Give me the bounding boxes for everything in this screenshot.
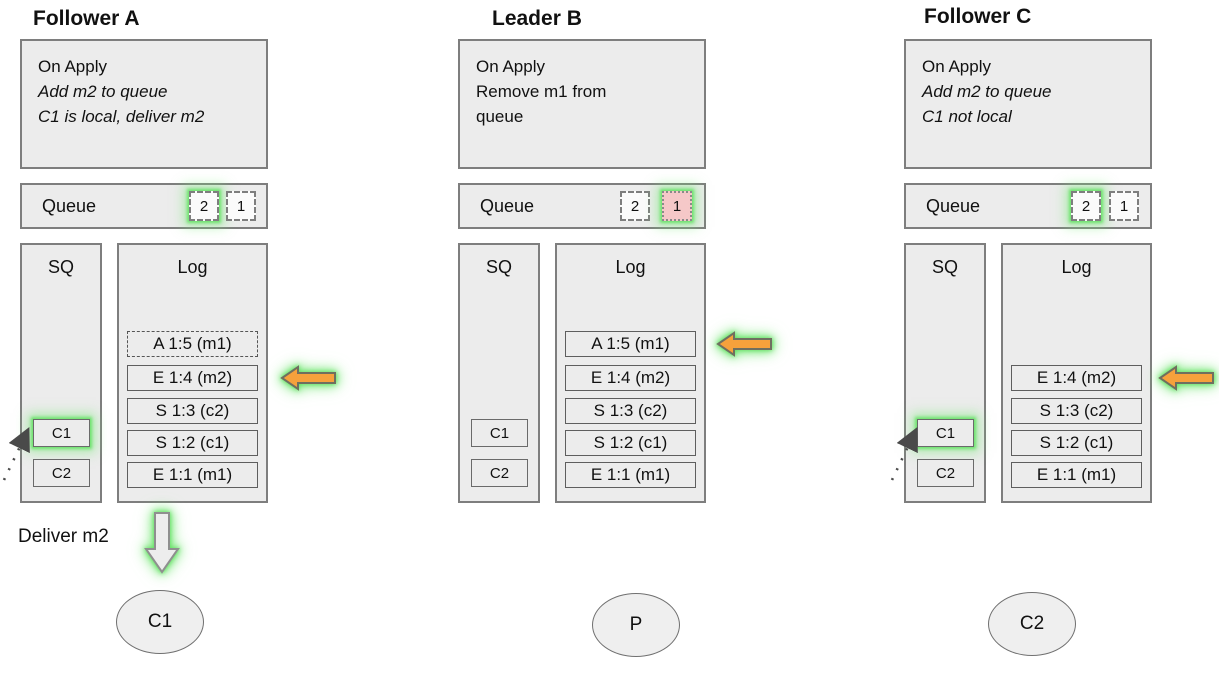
on-apply-heading: On Apply [922,57,991,76]
queue-box-a: Queue 2 1 [20,183,268,229]
log-box-c: Log E 1:4 (m2) S 1:3 (c2) S 1:2 (c1) E 1… [1001,243,1152,503]
log-label: Log [1061,257,1092,277]
log-entry: S 1:2 (c1) [1011,430,1142,456]
on-apply-heading: On Apply [476,57,545,76]
on-apply-line2: C1 not local [922,107,1012,126]
log-entry: E 1:1 (m1) [565,462,696,488]
queue-slot: 2 [1071,191,1101,221]
log-entry: S 1:3 (c2) [127,398,258,424]
sq-item: C1 [917,419,974,447]
log-label: Log [615,257,646,277]
log-entry: S 1:3 (c2) [565,398,696,424]
on-apply-heading: On Apply [38,57,107,76]
log-entry: E 1:1 (m1) [1011,462,1142,488]
queue-slot: 1 [1109,191,1139,221]
apply-pointer-left-arrow-icon [280,365,336,391]
log-entry: E 1:1 (m1) [127,462,258,488]
queue-slot: 1 [226,191,256,221]
log-entry: A 1:5 (m1) [127,331,258,357]
apply-pointer-left-arrow-icon [1158,365,1214,391]
sq-box-a: SQ C1 C2 [20,243,102,503]
on-apply-box-b: On Apply Remove m1 from queue [458,39,706,169]
process-node: P [592,593,680,657]
log-box-a: Log A 1:5 (m1) E 1:4 (m2) S 1:3 (c2) S 1… [117,243,268,503]
sq-item: C2 [471,459,528,487]
queue-label: Queue [480,195,535,216]
log-entry: A 1:5 (m1) [565,331,696,357]
queue-box-b: Queue 2 1 [458,183,706,229]
sq-box-c: SQ C1 C2 [904,243,986,503]
sq-item: C2 [917,459,974,487]
client-node: C2 [988,592,1076,656]
on-apply-line2: queue [476,107,524,126]
queue-slot: 2 [189,191,219,221]
log-entry: S 1:3 (c2) [1011,398,1142,424]
process-node-label: P [629,614,643,635]
log-entry: S 1:2 (c1) [565,430,696,456]
queue-box-c: Queue 2 1 [904,183,1152,229]
log-entry: E 1:4 (m2) [565,365,696,391]
log-entry: S 1:2 (c1) [127,430,258,456]
on-apply-line1: Remove m1 from [476,82,607,101]
log-entry: E 1:4 (m2) [127,365,258,391]
on-apply-box-c: On Apply Add m2 to queue C1 not local [904,39,1152,169]
on-apply-line1: Add m2 to queue [922,82,1052,101]
sq-item: C1 [33,419,90,447]
deliver-label: Deliver m2 [18,526,109,547]
column-title-follower-c: Follower C [924,5,1032,28]
column-title-follower-a: Follower A [33,7,140,30]
sq-label: SQ [47,257,74,277]
sq-item: C2 [33,459,90,487]
client-node: C1 [116,590,204,654]
sq-box-b: SQ C1 C2 [458,243,540,503]
column-title-leader-b: Leader B [492,7,582,30]
deliver-down-arrow-icon [144,512,180,574]
on-apply-line2: C1 is local, deliver m2 [38,107,205,126]
log-box-b: Log A 1:5 (m1) E 1:4 (m2) S 1:3 (c2) S 1… [555,243,706,503]
log-entry: E 1:4 (m2) [1011,365,1142,391]
sq-label: SQ [485,257,512,277]
log-label: Log [177,257,208,277]
sq-label: SQ [931,257,958,277]
sq-dotted-pointer-arrow-icon [890,426,918,481]
client-node-label: C1 [147,611,173,632]
queue-label: Queue [42,195,97,216]
client-node-label: C2 [1019,613,1045,634]
queue-slot: 2 [620,191,650,221]
queue-label: Queue [926,195,981,216]
apply-pointer-left-arrow-icon [716,331,772,357]
queue-slot: 1 [662,191,692,221]
on-apply-box-a: On Apply Add m2 to queue C1 is local, de… [20,39,268,169]
on-apply-line1: Add m2 to queue [38,82,168,101]
sq-dotted-pointer-arrow-icon [2,426,30,481]
sq-item: C1 [471,419,528,447]
